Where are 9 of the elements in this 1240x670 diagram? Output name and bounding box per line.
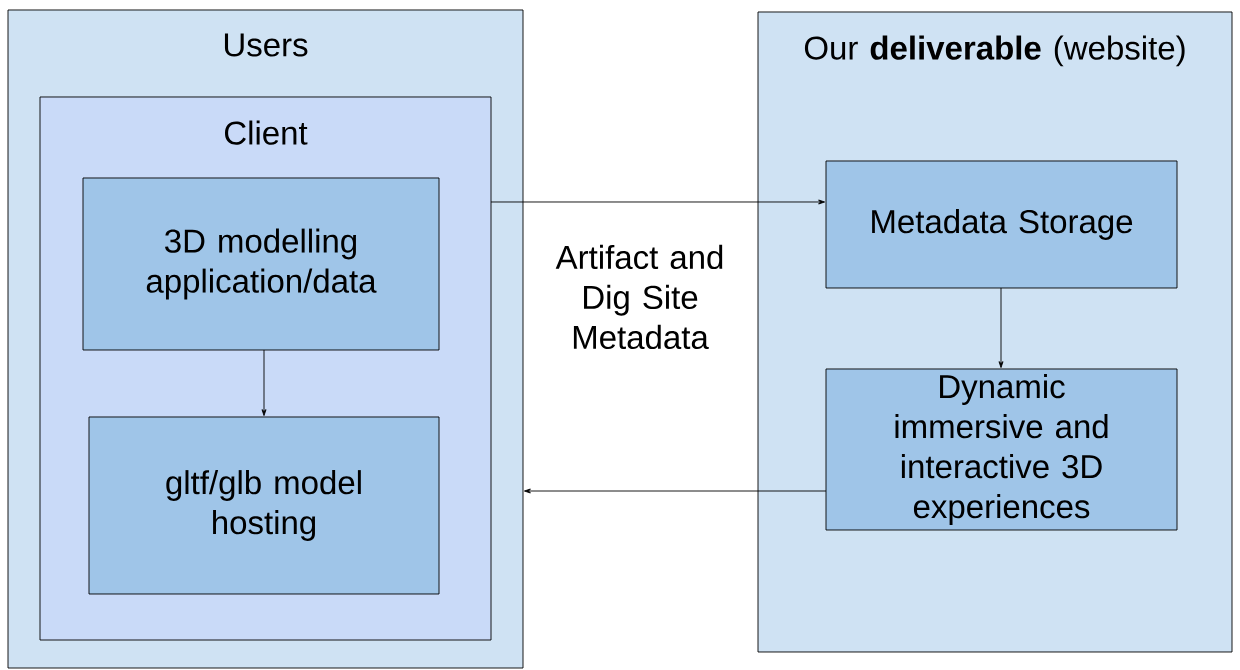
arrow — [490, 199, 826, 205]
process-box: Dynamic immersive and interactive 3D experiences — [825, 368, 1178, 531]
flow-label: Artifact and Dig Site Metadata — [555, 244, 723, 350]
process-box: gltf/glb model hosting — [88, 416, 440, 595]
arrow — [998, 287, 1004, 368]
arrow — [523, 488, 827, 494]
arrow — [261, 349, 267, 416]
process-box: 3D modelling application/data — [82, 177, 440, 351]
process-box: Metadata Storage — [825, 160, 1178, 289]
